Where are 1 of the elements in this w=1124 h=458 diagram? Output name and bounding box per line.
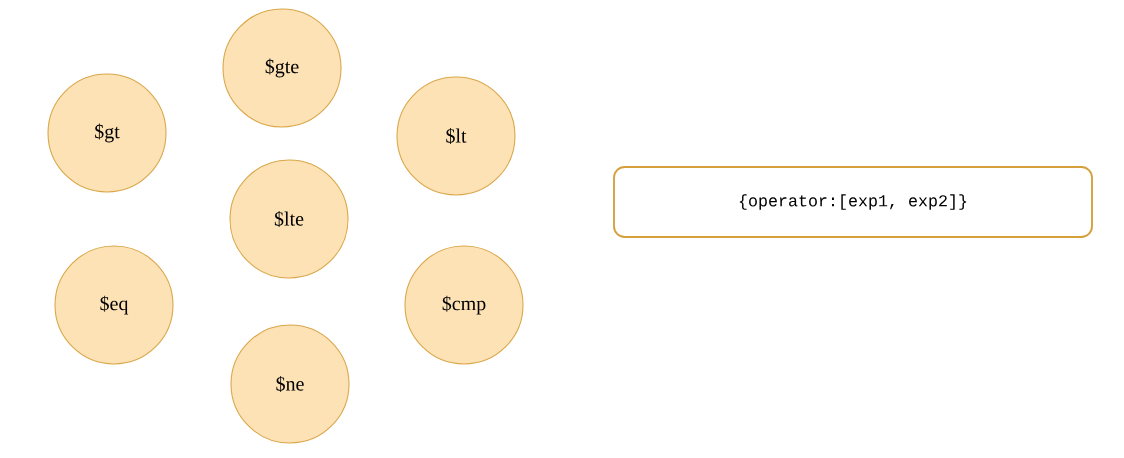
syntax-box: {operator:[exp1, exp2]} <box>613 166 1093 238</box>
